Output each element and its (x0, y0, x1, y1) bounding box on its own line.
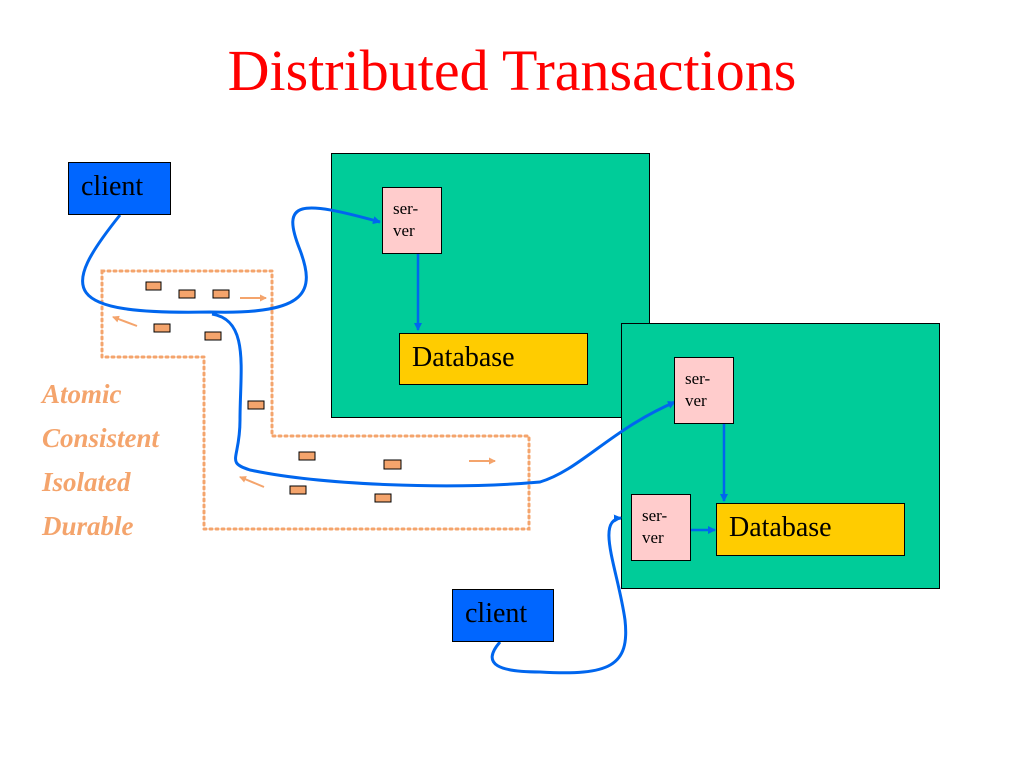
inbound-arrow (112, 315, 138, 327)
database-1-label: Database (412, 342, 515, 373)
client-1-node: client (68, 162, 171, 215)
inbound-arrow-2 (239, 476, 265, 488)
server-2-node: ser- ver (674, 357, 734, 424)
message-packet (153, 323, 171, 333)
message-packet (145, 281, 162, 291)
message-packet (298, 451, 316, 461)
server-1-label-line1: ser- (393, 199, 419, 218)
database-2-label: Database (729, 512, 832, 543)
message-packet (247, 400, 265, 410)
server-to-server-line (211, 312, 676, 488)
acid-atomic: Atomic (42, 379, 122, 409)
transaction-region-outline (100, 269, 531, 531)
message-packet (374, 493, 392, 503)
client-1-label: client (81, 171, 144, 202)
server-1-label-line2: ver (393, 221, 415, 240)
server-1-node: ser- ver (382, 187, 442, 254)
message-packet (289, 485, 307, 495)
server-3-node: ser- ver (631, 494, 691, 561)
acid-consistent: Consistent (42, 423, 160, 453)
acid-isolated: Isolated (42, 467, 131, 497)
server-2-label-line2: ver (685, 391, 707, 410)
message-packet (204, 331, 222, 341)
client-2-label: client (465, 598, 528, 629)
slide-title: Distributed Transactions (227, 38, 797, 103)
server-2-label-line1: ser- (685, 369, 711, 388)
client-to-server-line (81, 206, 381, 314)
message-packet (212, 289, 230, 299)
database-1-node: Database (399, 333, 588, 385)
database-2-node: Database (716, 503, 905, 556)
message-packet (383, 459, 402, 470)
client-2-to-server-line (490, 514, 628, 675)
acid-properties-list: Atomic Consistent Isolated Durable (42, 372, 159, 548)
server-3-label-line1: ser- (642, 506, 668, 525)
server-3-label-line2: ver (642, 528, 664, 547)
message-packet (178, 289, 196, 299)
acid-durable: Durable (42, 511, 134, 541)
client-2-node: client (452, 589, 554, 642)
